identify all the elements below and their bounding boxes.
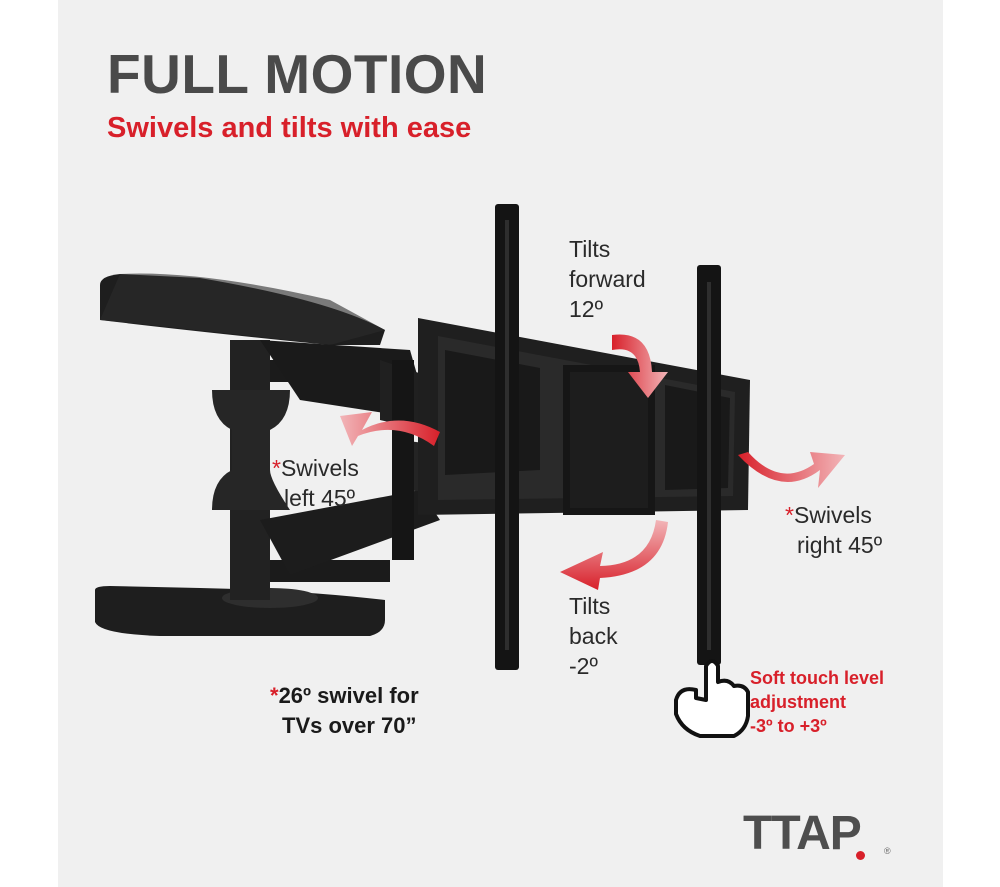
swivel-right-label: *Swivels right 45º — [785, 502, 883, 558]
swivel-note-label: *26º swivel for TVs over 70” — [270, 683, 419, 738]
tilt-back-arrow-icon — [560, 520, 668, 590]
page-subtitle: Swivels and tilts with ease — [107, 112, 472, 144]
tilt-forward-arrow-icon — [612, 334, 668, 398]
tilt-forward-label: Tilts forward 12º — [569, 236, 646, 322]
level-adjust-label: Soft touch level adjustment -3º to +3º — [750, 668, 885, 736]
vertical-rail-right — [697, 265, 721, 665]
brand-logo-dot — [856, 851, 865, 860]
pointing-hand-icon — [674, 659, 750, 738]
swivel-right-arrow-icon — [738, 452, 845, 488]
swivel-left-arrow-icon — [340, 412, 440, 446]
wall-plate-top — [100, 273, 385, 345]
tilt-back-label: Tilts back -2º — [569, 593, 618, 679]
swivel-left-label: *Swivels left 45º — [272, 455, 359, 511]
brand-logo: TTAP — [743, 807, 862, 860]
page-title: FULL MOTION — [107, 43, 488, 105]
brand-registered-mark: ® — [884, 846, 891, 856]
vertical-rail-left — [495, 204, 519, 670]
